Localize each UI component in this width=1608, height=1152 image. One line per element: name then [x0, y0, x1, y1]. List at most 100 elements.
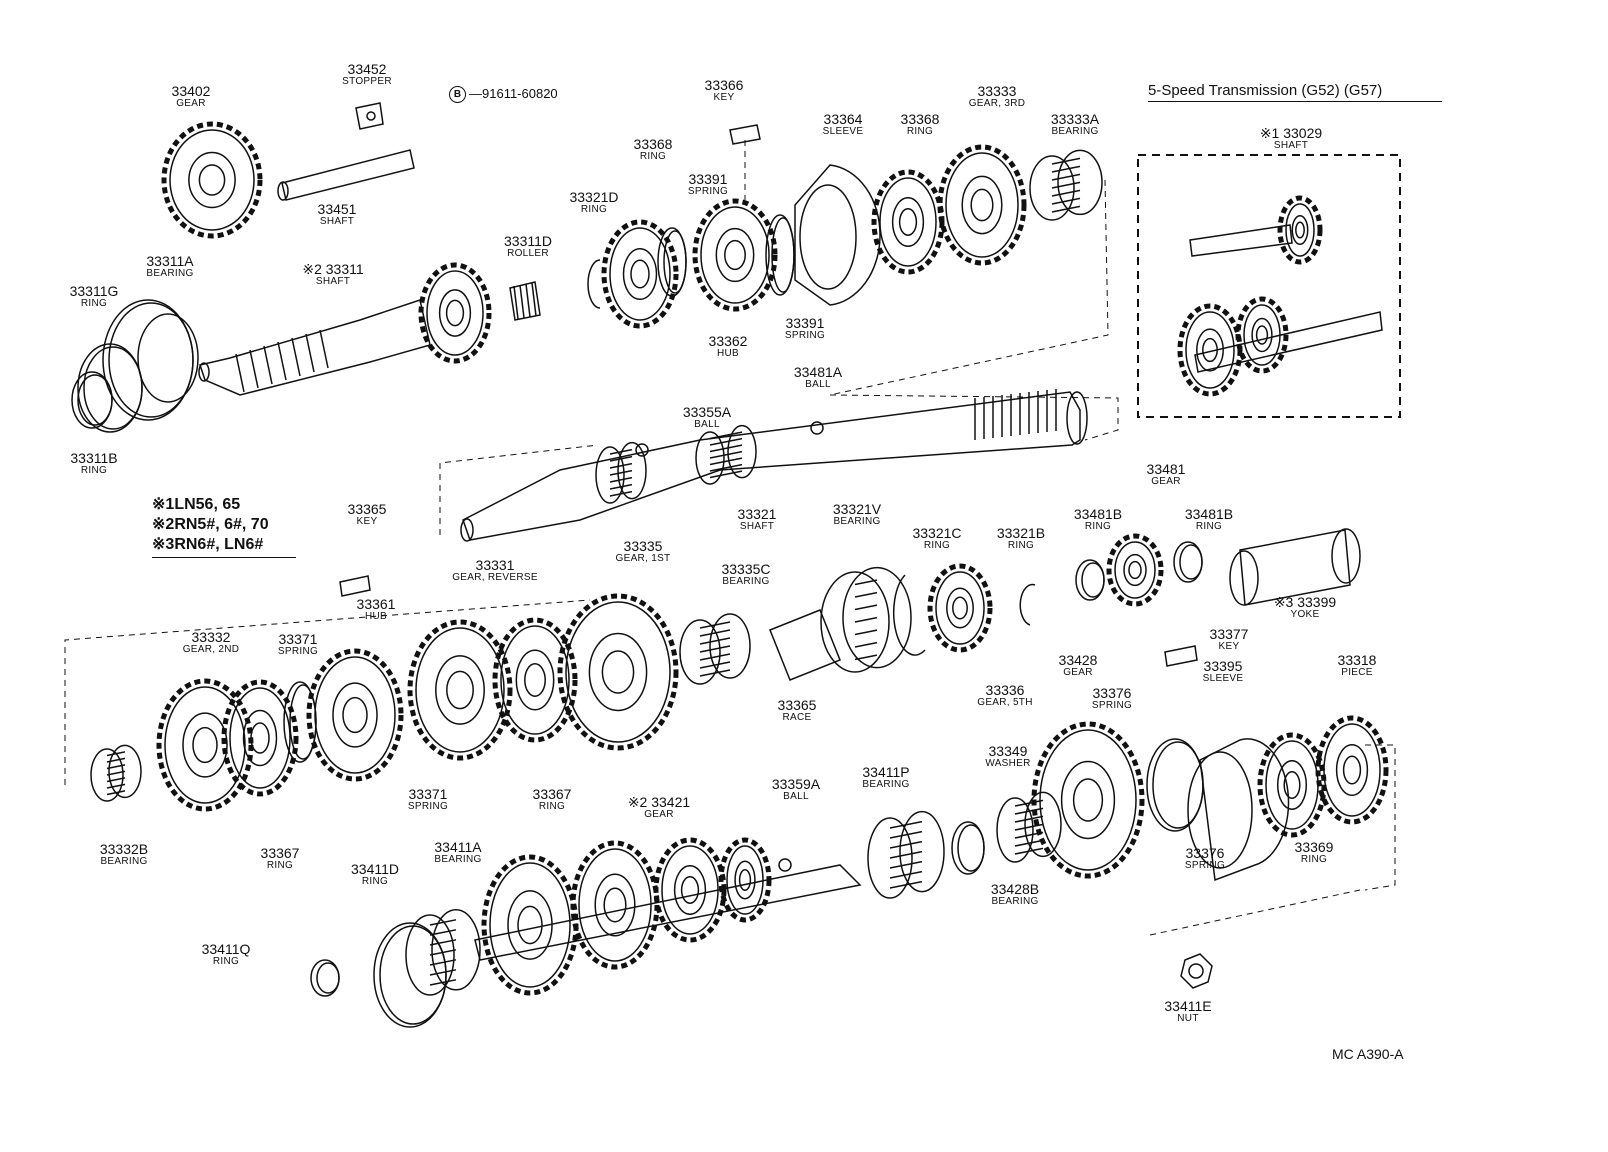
roller-33311D-line: [513, 285, 519, 320]
part-number: 33362: [708, 333, 748, 349]
part-name: RING: [1084, 521, 1112, 532]
part-number: 33411D: [350, 861, 400, 877]
ring-33367-left-hub: [250, 722, 270, 754]
part-name: STOPPER: [342, 76, 392, 87]
main-shaft-bearing-mid-roller: [709, 463, 743, 472]
ring-33369-hub: [1283, 771, 1301, 799]
gear-33335-1st-teeth: [557, 593, 679, 751]
part-name: GEAR, 5TH: [977, 697, 1033, 708]
main-shaft-bearing-left-roller: [609, 455, 633, 462]
main-shaft-bearing-left-roller: [609, 483, 633, 490]
gear-33481-bore: [1123, 553, 1147, 587]
option-shaft-lower: [1194, 311, 1383, 373]
main-shaft-bearing-left-roller: [609, 448, 633, 455]
part-name: RING: [212, 956, 240, 967]
part-name: SPRING: [687, 186, 729, 197]
hub-33361-hub: [342, 696, 368, 734]
gear-33336-5th-hub: [952, 596, 968, 620]
leader-output-left: [64, 599, 591, 785]
ring-33368-right-teeth: [871, 169, 945, 275]
part-number: 33481B: [1184, 506, 1234, 522]
part-number: 33349: [988, 743, 1028, 759]
bearing-33335C-face: [679, 619, 721, 685]
gear-33428-teeth: [1031, 721, 1145, 879]
piece-33318-body: [1323, 723, 1381, 817]
bearing-33335C-roller: [699, 629, 731, 637]
bearing-33335C-roller: [699, 621, 731, 629]
key-33366: [729, 124, 761, 145]
gear-33333-3rd-body: [945, 152, 1019, 258]
part-name: BEARING: [100, 856, 148, 867]
part-number: 33411A: [434, 839, 482, 855]
part-number: 33481: [1146, 461, 1186, 477]
part-name: BEARING: [434, 854, 482, 865]
part-number: 33371: [278, 631, 318, 647]
option-shaft-lower-gear-b-body: [1243, 304, 1281, 366]
yoke-33399-end: [1229, 550, 1259, 606]
counter-gear-d-body: [726, 845, 764, 915]
ball-33355A: [635, 443, 649, 457]
part-name: BEARING: [862, 779, 910, 790]
counter-gear-c-hub: [680, 876, 700, 904]
part-name: NUT: [1177, 1013, 1199, 1024]
bearing-33411P-roller: [889, 840, 923, 849]
option-box-33029: [1137, 154, 1401, 418]
part-number: 33411E: [1164, 998, 1212, 1014]
part-name: BALL: [694, 419, 720, 430]
bearing-33333A-roller: [1051, 189, 1081, 197]
part-name: SPRING: [407, 801, 449, 812]
input-shaft-33311: [199, 299, 431, 396]
part-name: RING: [1007, 540, 1035, 551]
hub-33362-bore: [715, 227, 755, 283]
bearing-33411P-roller: [889, 850, 923, 859]
part-number: 33391: [785, 315, 825, 331]
bearing-33411P-back: [899, 810, 945, 893]
ring-33367-left-teeth: [221, 679, 299, 797]
bearing-33411P-roller: [889, 880, 923, 889]
ring-33367-left-bore: [242, 709, 278, 767]
bearing-33411A-roller: [429, 949, 457, 956]
part-name: KEY: [356, 516, 378, 527]
gear-33333-3rd-bore: [961, 175, 1003, 235]
part-name: WASHER: [985, 758, 1031, 769]
bolt-reference: B—91611-60820: [449, 86, 558, 104]
part-name: RING: [538, 801, 566, 812]
part-number: 33371: [408, 786, 448, 802]
ring-33321B: [1019, 583, 1036, 626]
main-shaft-bearing-mid-roller: [709, 450, 743, 459]
gear-33402-body: [169, 129, 255, 231]
bearing-33311A-inner: [108, 302, 194, 418]
part-number: 33332: [191, 629, 231, 645]
input-shaft-33311-nose: [198, 362, 210, 382]
note-mark: ※1: [152, 496, 175, 513]
bearing-33335C-roller: [699, 669, 731, 677]
bearing-33428B-roller: [1014, 799, 1044, 807]
ring-33368-right-bore: [891, 197, 925, 247]
bearing-33333A-roller: [1051, 165, 1081, 173]
part-number: 33365: [777, 697, 817, 713]
option-shaft-upper: [1189, 224, 1293, 257]
bearing-33411P-face: [867, 817, 913, 899]
part-number: 33366: [704, 77, 744, 93]
gear-33335-1st-hub: [601, 650, 635, 694]
bearing-33321V-roller: [854, 654, 878, 661]
part-number: 33451: [317, 201, 357, 217]
hub-33361-bore: [332, 682, 378, 748]
part-name: KEY: [713, 92, 735, 103]
part-name: HUB: [364, 611, 387, 622]
gear-33428-body: [1039, 729, 1137, 871]
nut-33411E: [1180, 953, 1213, 989]
